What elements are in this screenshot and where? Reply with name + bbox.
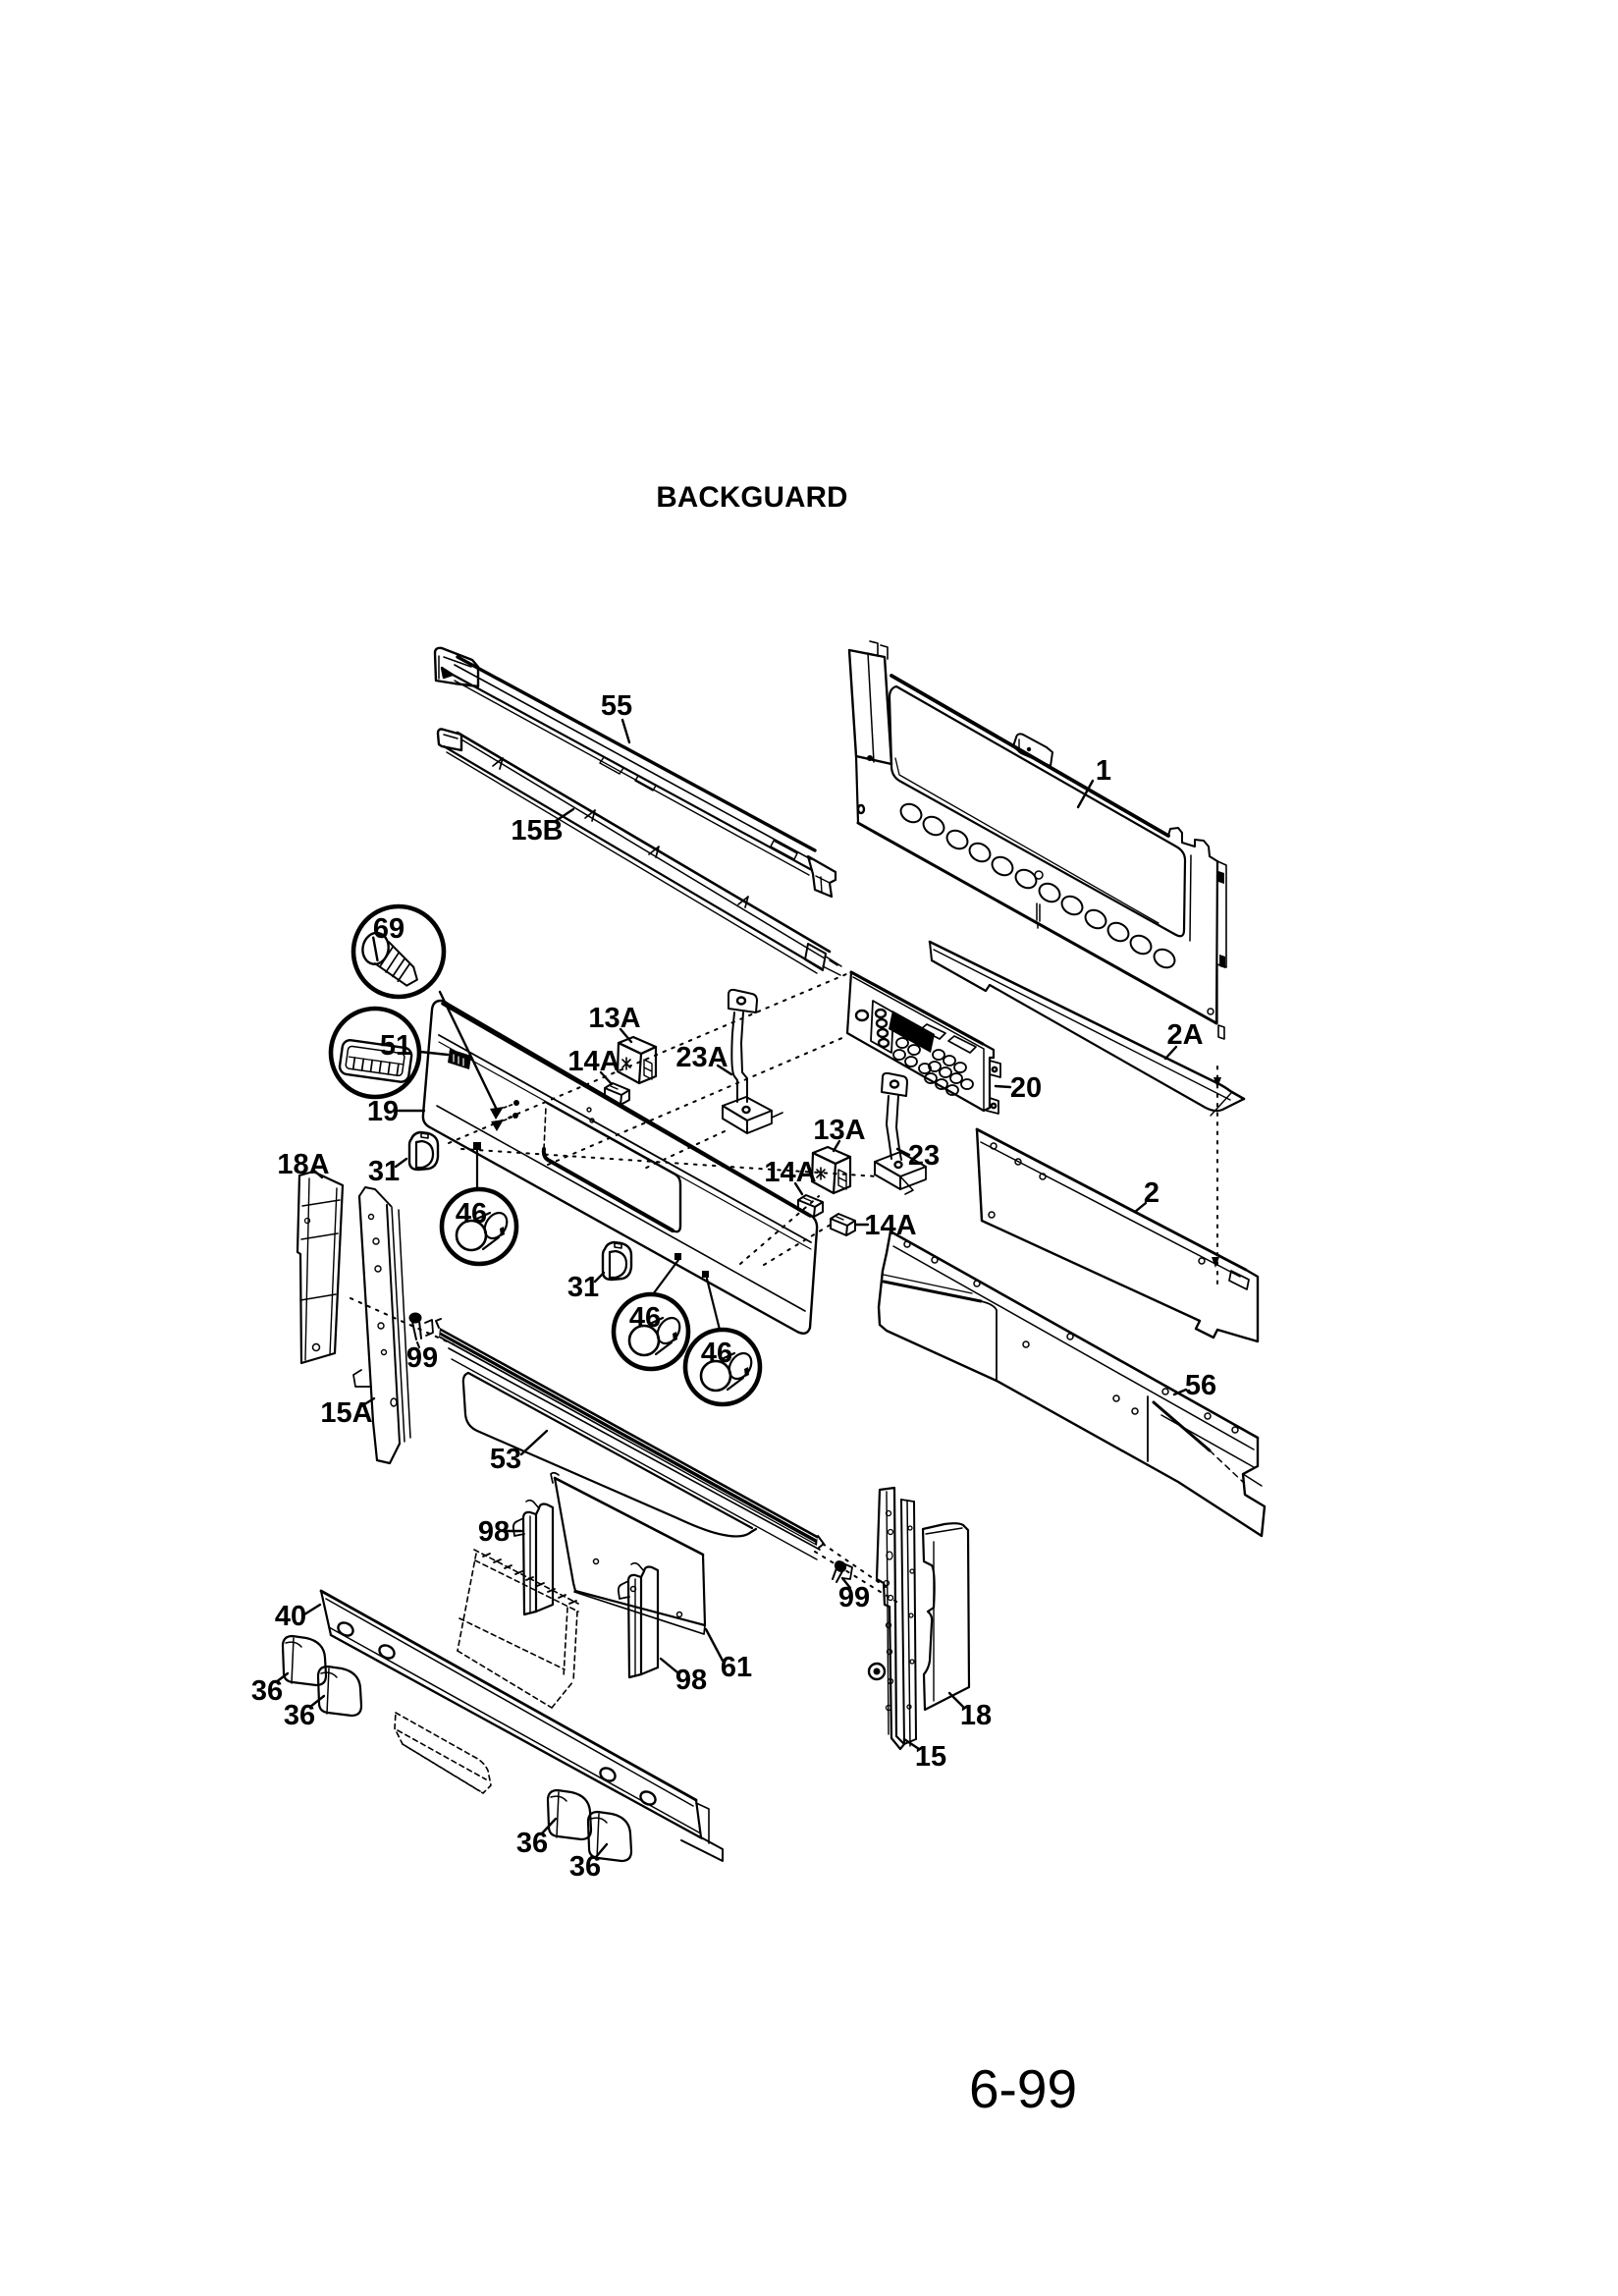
svg-text:31: 31 <box>368 1156 400 1187</box>
svg-text:15: 15 <box>915 1741 946 1773</box>
svg-text:36: 36 <box>516 1828 548 1859</box>
svg-text:15A: 15A <box>320 1397 372 1429</box>
svg-text:46: 46 <box>629 1302 661 1334</box>
svg-text:40: 40 <box>275 1601 306 1632</box>
svg-text:19: 19 <box>367 1096 399 1127</box>
svg-text:13A: 13A <box>588 1003 640 1034</box>
svg-text:31: 31 <box>567 1272 599 1303</box>
svg-text:15B: 15B <box>511 815 563 847</box>
svg-text:2: 2 <box>1144 1177 1160 1209</box>
svg-text:98: 98 <box>478 1516 510 1548</box>
svg-text:36: 36 <box>251 1675 283 1707</box>
svg-text:51: 51 <box>380 1030 411 1062</box>
svg-text:46: 46 <box>456 1198 487 1230</box>
svg-text:55: 55 <box>601 690 632 722</box>
svg-text:69: 69 <box>373 913 404 945</box>
svg-text:99: 99 <box>406 1342 438 1374</box>
svg-text:20: 20 <box>1010 1072 1042 1104</box>
svg-text:56: 56 <box>1185 1370 1216 1401</box>
svg-text:1: 1 <box>1096 755 1111 787</box>
svg-text:61: 61 <box>721 1652 752 1683</box>
svg-text:BACKGUARD: BACKGUARD <box>656 481 847 514</box>
svg-text:14A: 14A <box>567 1046 620 1077</box>
svg-text:53: 53 <box>490 1444 521 1475</box>
svg-text:36: 36 <box>569 1851 601 1883</box>
svg-text:2A: 2A <box>1166 1019 1203 1051</box>
svg-text:18A: 18A <box>277 1149 329 1180</box>
svg-text:14A: 14A <box>764 1157 816 1188</box>
svg-text:99: 99 <box>838 1582 870 1613</box>
svg-text:6-99: 6-99 <box>969 2058 1077 2119</box>
svg-text:98: 98 <box>675 1665 707 1696</box>
svg-text:18: 18 <box>960 1700 992 1731</box>
svg-text:23A: 23A <box>675 1042 728 1073</box>
svg-text:14A: 14A <box>864 1210 916 1241</box>
svg-text:46: 46 <box>701 1338 732 1369</box>
svg-text:36: 36 <box>284 1700 315 1731</box>
svg-text:23: 23 <box>908 1140 940 1172</box>
svg-text:13A: 13A <box>813 1115 865 1146</box>
